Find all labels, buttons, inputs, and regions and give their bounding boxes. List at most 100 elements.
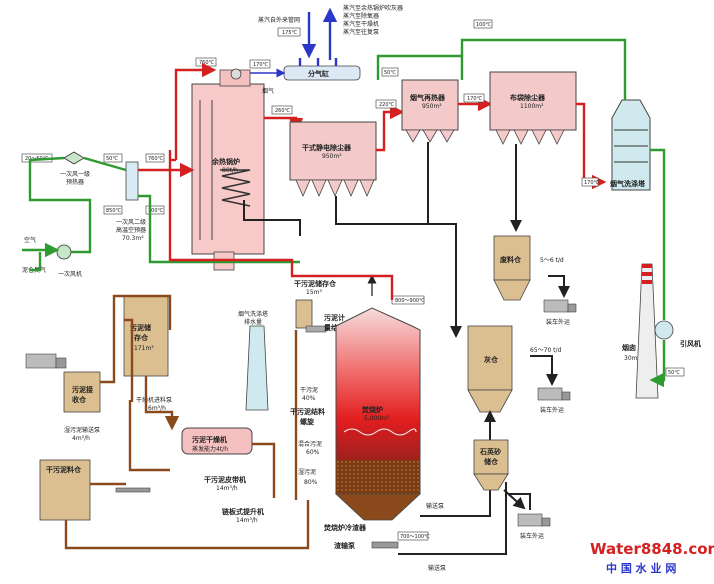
bag-filter <box>489 71 577 131</box>
truck-3-box <box>517 513 543 527</box>
ash-bin-label: 灰仓 <box>484 355 499 364</box>
air-preheater-l1: 一次风二级 <box>116 218 146 226</box>
wet-sludge-pct: 80% <box>304 479 318 486</box>
waste-heat-boiler-group: 余热锅炉 80t/h 760℃ 烟气 260℃ <box>191 57 293 271</box>
waste-rate: 5～6 t/d <box>540 257 564 264</box>
line-boiler-ash <box>243 200 301 236</box>
line-sand-to-truck <box>503 489 526 510</box>
receiver-pump-l1: 湿污泥输送泵 <box>64 426 100 434</box>
ash-rate: 65～70 t/d <box>530 347 562 354</box>
temp-700-100: 700～100℃ <box>400 534 430 540</box>
truck-1-box <box>543 299 569 313</box>
fluid-bed <box>336 460 420 494</box>
dry-esp-label: 干式静电除尘器 <box>302 143 352 152</box>
sludge-bin-l1: 污泥储 <box>130 323 151 332</box>
induced-fan-icon <box>654 320 674 340</box>
dry-sludge-meter-l1: 污泥计 <box>324 313 345 322</box>
sand-bin-l2: 储仓 <box>483 457 499 466</box>
scrubber-group: 烟气洗涤塔 <box>610 99 651 191</box>
scrubber-tower <box>611 99 651 191</box>
fluid-furnace-label: 焚烧炉 <box>361 405 383 414</box>
truck-2-cab <box>561 391 571 401</box>
line-recv-to-bin <box>124 318 134 402</box>
dryer-pump-l2: 6m³/h <box>148 405 166 412</box>
dry-sludge-belt-label: 干污泥皮带机 <box>204 475 246 484</box>
sludge-receiver-l1: 污泥接 <box>72 385 93 394</box>
bag-hopper-4 <box>549 129 565 145</box>
dry-sludge-conv-l2: 螺旋 <box>300 417 315 426</box>
furnace-cone <box>334 493 422 521</box>
esp-hopper-3 <box>327 179 343 197</box>
boiler-label: 余热锅炉 <box>211 157 240 166</box>
truck-2-label: 装车外运 <box>540 406 564 414</box>
line-reheater-gas-in <box>376 54 464 80</box>
temp-800-900: 800～900℃ <box>395 298 425 304</box>
bag-hopper-2 <box>513 129 529 145</box>
sludge-bin-l2: 存仓 <box>134 333 149 342</box>
reheater-hopper-2 <box>422 129 438 143</box>
watermark-sub: 中 国 水 业 网 <box>606 561 676 575</box>
truck-in-cab <box>55 357 67 369</box>
steam-external-label: 蒸汽自外来管网 <box>258 16 300 24</box>
line-sand-side <box>508 493 531 510</box>
temp-760-left: 760℃ <box>148 156 164 162</box>
air-preheater-sub: 70.3m² <box>122 235 144 242</box>
line-bag-to-scrubber <box>576 102 607 190</box>
boiler-coil <box>220 169 251 207</box>
primary-preheater-l2: 预热器 <box>66 178 84 186</box>
dry-sludge-bin-label: 干污泥料仓 <box>46 465 82 474</box>
line-preheater-to-airpre <box>83 156 127 172</box>
bag-hopper-3 <box>531 129 547 145</box>
dry-sludge-meter-l2: 量给料 <box>324 323 345 332</box>
temp-box-300 <box>145 205 165 215</box>
sand-bin-hopper <box>473 473 509 491</box>
sand-bin-group: 石英砂 储仓 输送泵 输送泵 装车外运 <box>426 439 551 572</box>
truck-3-cab <box>541 517 551 527</box>
temp-box-100-top <box>473 19 493 29</box>
primary-fan-label: 一次风机 <box>58 270 82 278</box>
primary-fan-icon <box>56 244 72 260</box>
line-air-to-furnace <box>138 194 300 264</box>
truck-in-box <box>25 353 57 369</box>
truck-1-cab <box>567 303 577 313</box>
chimney-label: 烟囱 <box>622 343 636 352</box>
dry-sludge-40: 干污泥 <box>300 386 318 394</box>
sludge-left-group: 污泥接 收仓 湿污泥输送泵 4m³/h 污泥储 存仓 171m³ 干燥机进料泵 … <box>25 295 269 524</box>
temp-760-top: 760℃ <box>199 60 215 66</box>
ash-bin-group: 灰仓 65～70 t/d 装车外运 <box>467 325 571 414</box>
temp-box-170-tower <box>581 177 599 187</box>
scrubber-tower-l2: 排水量 <box>244 318 262 326</box>
esp-hopper-1 <box>295 179 311 197</box>
temp-box-50-left <box>103 153 123 163</box>
mixed-sludge: 混合污泥 <box>298 440 322 448</box>
reheater-hopper-3 <box>439 129 455 143</box>
line-furnace-flue <box>168 150 394 300</box>
temp-50-top: 50℃ <box>384 70 396 76</box>
boiler-sub: 80t/h <box>222 167 238 174</box>
gas-reheater-sub: 950m² <box>422 103 442 110</box>
steam-header-group: 蒸汽自外来管网 蒸汽至余热锅炉吹灰器 蒸汽至除氧器 蒸汽至干燥机 蒸汽至往复泵 … <box>244 4 403 81</box>
mixed-sludge-pct: 60% <box>306 449 320 456</box>
waste-bin-label: 废料仓 <box>500 255 522 264</box>
temp-170-top: 170℃ <box>253 62 269 68</box>
wet-sludge: 湿污泥 <box>298 468 316 476</box>
line-bin-to-dryer <box>144 376 180 431</box>
bag-filter-label: 布袋除尘器 <box>510 93 546 102</box>
chimney-band-2 <box>642 272 652 276</box>
dry-sludge-conv-l1: 干污泥结料 <box>290 407 325 416</box>
line-ash-to-truck <box>530 355 558 386</box>
line-slag-to-sand <box>398 482 507 555</box>
chimney-band-1 <box>642 264 652 268</box>
air-preheater-l2: 高温空预器 <box>116 226 146 234</box>
sludge-dryer <box>181 427 253 455</box>
dry-sludge-store <box>295 299 313 329</box>
temp-box-170-mid <box>463 93 485 103</box>
scrubber-tower-small <box>245 325 269 411</box>
temp-box-760-left <box>145 153 165 163</box>
temp-220: 220℃ <box>379 102 395 108</box>
dry-esp-sub: 950m² <box>322 153 342 160</box>
chain-elevator-label: 链板式提升机 <box>221 507 264 516</box>
conveyor-label-1: 输送泵 <box>426 502 444 510</box>
dryer-pump-l1: 干燥机进料泵 <box>136 396 172 404</box>
